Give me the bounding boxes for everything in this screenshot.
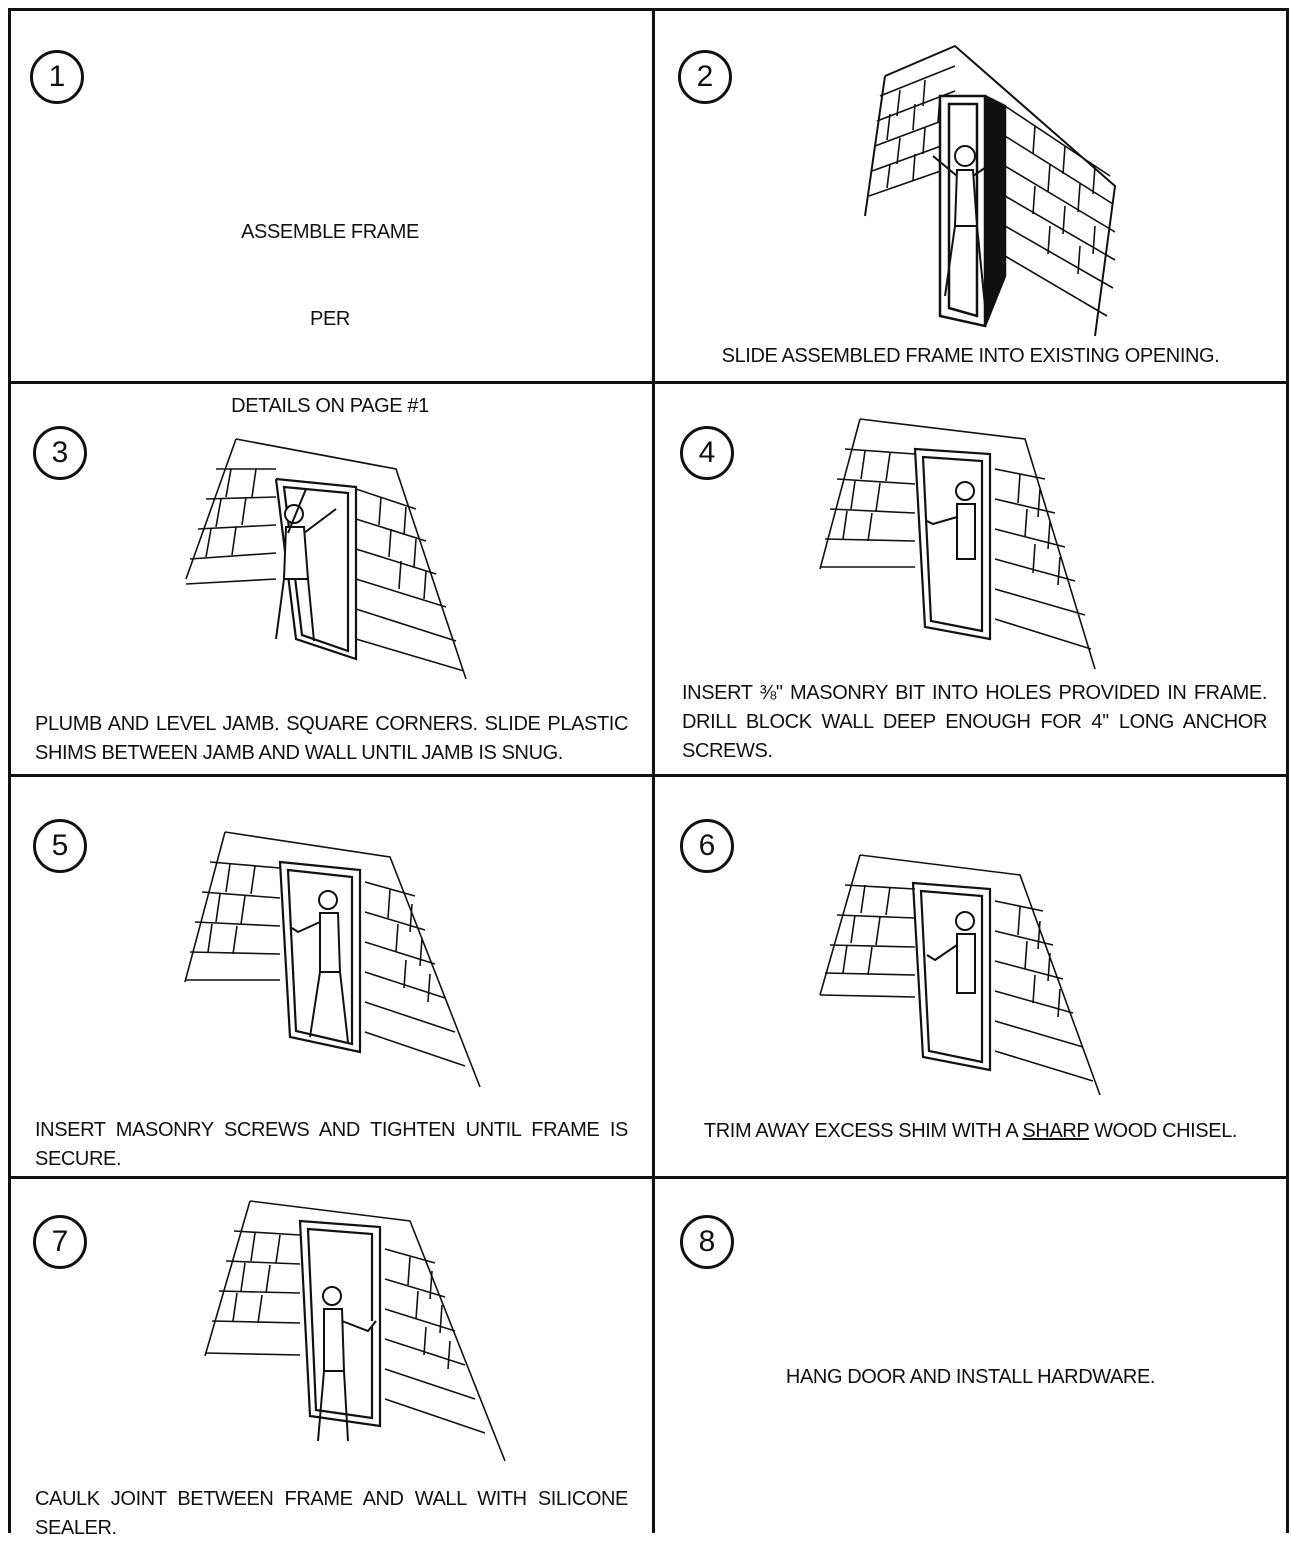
step-number-badge: 3: [33, 426, 87, 480]
install-illustration: [200, 1191, 510, 1466]
step-caption: INSERT MASONRY SCREWS AND TIGHTEN UNTIL …: [35, 1116, 628, 1174]
step-number-badge: 6: [680, 819, 734, 873]
step-caption: SLIDE ASSEMBLED FRAME INTO EXISTING OPEN…: [655, 342, 1286, 371]
caption-text: TRIM AWAY EXCESS SHIM WITH A: [704, 1120, 1022, 1142]
install-illustration: [180, 822, 490, 1097]
instruction-grid: 1 ASSEMBLE FRAME PER DETAILS ON PAGE #1 …: [8, 8, 1289, 1533]
step-number-badge: 7: [33, 1215, 87, 1269]
caption-text: WOOD CHISEL.: [1089, 1120, 1237, 1142]
step-panel-2: 2: [655, 8, 1286, 381]
step-caption: PLUMB AND LEVEL JAMB. SQUARE CORNERS. SL…: [35, 710, 628, 768]
step-panel-7: 7 CAULK JOINT BETWEEN FRAME AND WALL: [8, 1179, 652, 1533]
step-panel-3: 3 PLUMB AND LEVEL JAMB. SQUARE CORNE: [8, 384, 652, 774]
install-illustration: [815, 409, 1115, 679]
door-frame-illustration: [915, 449, 990, 639]
step-caption: TRIM AWAY EXCESS SHIM WITH A SHARP WOOD …: [655, 1117, 1286, 1146]
step-panel-1: 1 ASSEMBLE FRAME PER DETAILS ON PAGE #1: [8, 8, 652, 381]
step-number-badge: 8: [680, 1215, 734, 1269]
step-number-badge: 1: [30, 50, 84, 104]
caption-line: PER: [8, 305, 652, 334]
step-panel-5: 5 INSERT MASONRY SCREWS AND TIGHTEN: [8, 777, 652, 1176]
caption-line: ASSEMBLE FRAME: [8, 218, 652, 247]
caption-emphasis: SHARP: [1022, 1120, 1089, 1142]
install-illustration: [815, 845, 1115, 1105]
step-caption: CAULK JOINT BETWEEN FRAME AND WALL WITH …: [35, 1485, 628, 1543]
install-illustration: [176, 429, 476, 689]
step-caption: HANG DOOR AND INSTALL HARDWARE.: [655, 1363, 1286, 1392]
grid-line-right: [1286, 8, 1289, 1533]
step-panel-8: 8 HANG DOOR AND INSTALL HARDWARE.: [655, 1179, 1286, 1533]
door-frame-illustration: [913, 883, 990, 1070]
step-panel-4: 4 INSERT ⅜" MASONRY BIT INTO HOLES PROVI…: [655, 384, 1286, 774]
install-illustration: [845, 36, 1145, 346]
step-number-badge: 5: [33, 819, 87, 873]
worker-illustration: [927, 912, 975, 993]
step-number-badge: 4: [680, 426, 734, 480]
step-panel-6: 6 TRIM AWAY EXCESS SHIM WITH A SHARP WOO…: [655, 777, 1286, 1176]
worker-illustration: [276, 489, 336, 641]
step-caption: INSERT ⅜" MASONRY BIT INTO HOLES PROVIDE…: [682, 679, 1267, 766]
worker-illustration: [292, 891, 348, 1042]
worker-illustration: [927, 482, 975, 559]
step-number-badge: 2: [678, 50, 732, 104]
